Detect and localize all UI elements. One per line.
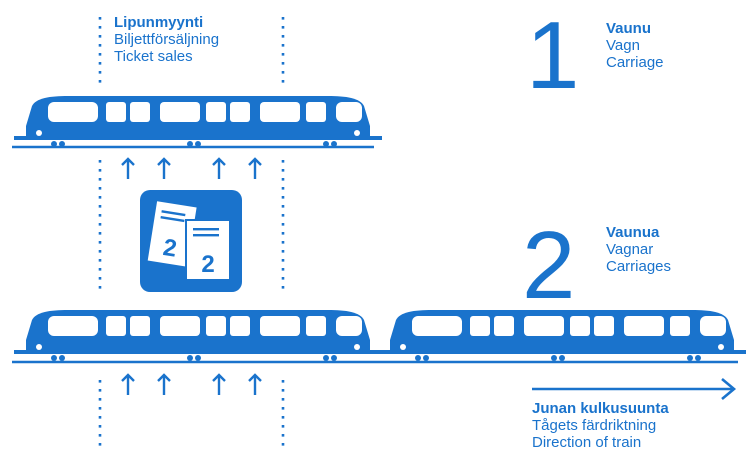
direction-label: Junan kulkusuunta Tågets färdriktning Di… — [532, 400, 669, 451]
section-one-sv: Vagn — [606, 37, 640, 54]
section-one-en: Carriage — [606, 54, 664, 71]
section-one-label: Vaunu Vagn Carriage — [606, 20, 664, 71]
ticket-sales-en: Ticket sales — [114, 48, 193, 65]
section-one-number: 1 — [526, 2, 580, 109]
section-one-fi: Vaunu — [606, 20, 652, 37]
arrow-up-icon — [120, 157, 136, 181]
arrow-up-icon — [211, 373, 227, 397]
section-two-sv: Vagnar — [606, 241, 654, 258]
boarding-arrows — [120, 157, 263, 181]
arrow-up-icon — [247, 157, 263, 181]
direction-sv: Tågets färdriktning — [532, 417, 657, 434]
arrow-right-icon — [532, 378, 737, 400]
arrow-up-icon — [156, 373, 172, 397]
section-two-en: Carriages — [606, 258, 672, 275]
arrow-up-icon — [120, 373, 136, 397]
ticket-front-label: 2 — [201, 251, 214, 278]
ticket-back-label: 2 — [161, 234, 178, 263]
ticket-sales-fi: Lipunmyynti — [114, 14, 204, 31]
ticket-icon: 2 2 — [140, 190, 242, 292]
arrow-up-icon — [247, 373, 263, 397]
guide-lines — [98, 17, 285, 446]
direction-fi: Junan kulkusuunta — [532, 400, 669, 417]
section-two-number: 2 — [522, 212, 576, 319]
ticket-sales-sv: Biljettförsäljning — [114, 31, 220, 48]
boarding-arrows — [120, 373, 263, 397]
arrow-up-icon — [211, 157, 227, 181]
train-icon — [14, 96, 382, 147]
direction-en: Direction of train — [532, 434, 642, 451]
section-two-label: Vaunua Vagnar Carriages — [606, 224, 671, 275]
section-two-fi: Vaunua — [606, 224, 660, 241]
train-icon — [14, 310, 382, 361]
arrow-up-icon — [156, 157, 172, 181]
ticket-sales-label: Lipunmyynti Biljettförsäljning Ticket sa… — [114, 14, 219, 65]
